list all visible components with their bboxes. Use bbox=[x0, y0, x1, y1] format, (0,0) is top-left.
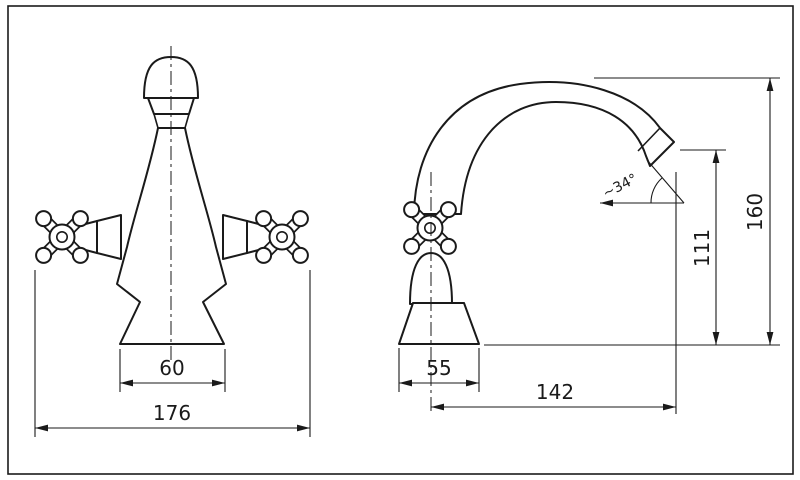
spout-gooseneck bbox=[413, 81, 675, 215]
right-cross-handle bbox=[255, 210, 309, 264]
dim-label-front-base-width: 60 bbox=[159, 356, 184, 380]
side-view: ~34° 55 142 111 160 bbox=[398, 77, 780, 414]
dim-side-overall-height: 160 bbox=[594, 77, 780, 345]
dim-side-outlet-height: 111 bbox=[484, 149, 780, 346]
annotation-outlet-angle: ~34° bbox=[600, 159, 685, 207]
left-cross-handle bbox=[35, 210, 89, 264]
dim-label-side-spout-reach: 142 bbox=[536, 380, 574, 404]
sheet-border bbox=[7, 5, 794, 475]
dim-label-side-base-depth: 55 bbox=[426, 356, 451, 380]
front-view: 60 176 bbox=[34, 46, 311, 437]
angle-label-outlet: ~34° bbox=[600, 171, 640, 202]
dim-front-base-width: 60 bbox=[119, 349, 226, 392]
faucet-base-side bbox=[398, 302, 480, 345]
dim-side-base-depth: 55 bbox=[398, 348, 480, 392]
dim-front-overall-width: 176 bbox=[34, 270, 311, 437]
spout-aerator-ring bbox=[637, 127, 661, 152]
top-cap-neck bbox=[153, 113, 190, 129]
dim-label-side-outlet-height: 111 bbox=[690, 229, 714, 267]
dim-side-spout-reach: 142 bbox=[431, 172, 677, 414]
dim-label-side-overall-height: 160 bbox=[743, 193, 767, 231]
left-handle-adapter bbox=[73, 214, 122, 260]
side-cross-handle bbox=[403, 201, 457, 255]
dim-label-front-overall-width: 176 bbox=[153, 401, 191, 425]
faucet-body-front bbox=[116, 127, 227, 345]
right-handle-adapter bbox=[222, 214, 271, 260]
